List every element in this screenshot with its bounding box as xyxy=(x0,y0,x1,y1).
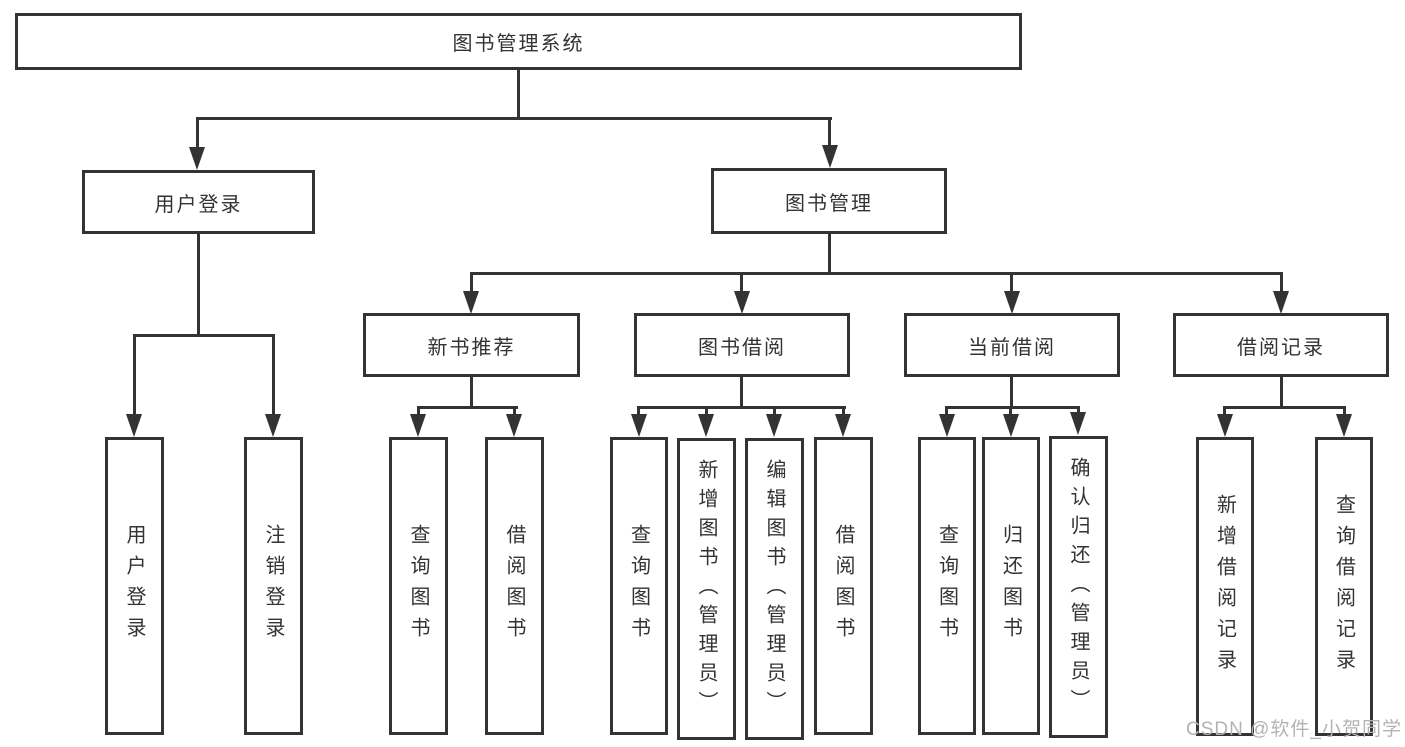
connector-current-stub-3 xyxy=(1077,406,1080,416)
node-borrow-records: 借阅记录 xyxy=(1173,313,1389,377)
connector-root-left-stub xyxy=(196,117,199,150)
connector-borrow-vertical xyxy=(740,376,743,409)
connector-login-stub-1 xyxy=(133,334,136,416)
connector-borrow-stub-4 xyxy=(842,406,845,418)
connector-login-vertical xyxy=(197,232,200,336)
leaf-current-confirm-return-admin-label: 确认归还（管理员） xyxy=(1067,456,1089,718)
node-root-label: 图书管理系统 xyxy=(452,33,585,55)
leaf-current-confirm-return-admin: 确认归还（管理员） xyxy=(1049,436,1108,738)
connector-records-horizontal xyxy=(1223,406,1346,409)
arrow-borrow-query xyxy=(631,414,647,437)
arrow-current-return xyxy=(1003,414,1019,437)
connector-mgmt-stub-3 xyxy=(1010,272,1013,293)
connector-mgmt-stub-1 xyxy=(470,272,473,293)
connector-records-stub-2 xyxy=(1343,406,1346,418)
leaf-records-add-record: 新增借阅记录 xyxy=(1196,437,1254,736)
connector-rec-vertical xyxy=(470,376,473,409)
connector-root-vertical xyxy=(517,68,520,119)
connector-root-right-stub xyxy=(828,117,831,148)
node-book-mgmt: 图书管理 xyxy=(711,168,947,234)
leaf-rec-borrow-books-label: 借阅图书 xyxy=(503,524,525,648)
arrow-to-book-borrow xyxy=(734,291,750,314)
leaf-current-query-books: 查询图书 xyxy=(918,437,976,735)
connector-borrow-horizontal xyxy=(637,406,846,409)
connector-borrow-stub-1 xyxy=(637,406,640,418)
arrow-borrow-add xyxy=(698,414,714,437)
leaf-rec-borrow-books: 借阅图书 xyxy=(485,437,544,735)
arrow-borrow-borrow xyxy=(835,414,851,437)
connector-rec-stub-2 xyxy=(513,406,516,418)
leaf-rec-query-books: 查询图书 xyxy=(389,437,448,735)
leaf-records-add-record-label: 新增借阅记录 xyxy=(1213,493,1236,680)
connector-current-vertical xyxy=(1010,376,1013,409)
leaf-borrow-edit-books-admin: 编辑图书（管理员） xyxy=(745,438,804,740)
connector-login-stub-2 xyxy=(272,334,275,416)
arrow-to-book-mgmt xyxy=(822,145,838,168)
arrow-to-leaf-user-login xyxy=(126,414,142,437)
connector-records-stub-1 xyxy=(1223,406,1226,418)
leaf-borrow-add-books-admin-label: 新增图书（管理员） xyxy=(695,458,717,720)
connector-borrow-stub-2 xyxy=(705,406,708,418)
node-user-login: 用户登录 xyxy=(82,170,315,234)
csdn-watermark: CSDN @软件_小贺同学 xyxy=(1186,719,1402,740)
leaf-borrow-add-books-admin: 新增图书（管理员） xyxy=(677,438,736,740)
arrow-current-confirm xyxy=(1070,412,1086,435)
arrow-rec-borrow xyxy=(506,414,522,437)
arrow-to-current-borrow xyxy=(1004,291,1020,314)
connector-mgmt-stub-4 xyxy=(1280,272,1283,293)
leaf-logout: 注销登录 xyxy=(244,437,303,735)
node-new-book-rec-label: 新书推荐 xyxy=(427,336,516,359)
arrow-to-new-book-rec xyxy=(463,291,479,314)
leaf-records-query-record-label: 查询借阅记录 xyxy=(1332,493,1355,680)
arrow-borrow-edit xyxy=(766,414,782,437)
leaf-borrow-borrow-books: 借阅图书 xyxy=(814,437,873,735)
arrow-to-user-login xyxy=(189,147,205,170)
connector-rec-horizontal xyxy=(417,406,518,409)
node-book-borrow-label: 图书借阅 xyxy=(698,336,786,359)
leaf-logout-label: 注销登录 xyxy=(262,524,284,648)
node-current-borrow-label: 当前借阅 xyxy=(968,336,1056,359)
connector-rec-stub-1 xyxy=(417,406,420,418)
leaf-rec-query-books-label: 查询图书 xyxy=(407,524,429,648)
connector-borrow-stub-3 xyxy=(773,406,776,418)
leaf-current-query-books-label: 查询图书 xyxy=(935,524,958,648)
leaf-user-login-label: 用户登录 xyxy=(123,524,145,648)
connector-current-stub-1 xyxy=(945,406,948,418)
connector-mgmt-vertical xyxy=(828,233,831,275)
connector-records-vertical xyxy=(1280,376,1283,409)
leaf-records-query-record: 查询借阅记录 xyxy=(1315,437,1373,736)
connector-login-horizontal xyxy=(133,334,275,337)
leaf-user-login: 用户登录 xyxy=(105,437,164,735)
leaf-current-return-books: 归还图书 xyxy=(982,437,1040,735)
node-current-borrow: 当前借阅 xyxy=(904,313,1120,377)
node-book-borrow: 图书借阅 xyxy=(634,313,850,377)
leaf-current-return-books-label: 归还图书 xyxy=(999,524,1022,648)
node-new-book-rec: 新书推荐 xyxy=(363,313,580,377)
node-root: 图书管理系统 xyxy=(15,13,1022,70)
leaf-borrow-borrow-books-label: 借阅图书 xyxy=(832,524,854,648)
connector-root-horizontal xyxy=(196,117,832,120)
arrow-current-query xyxy=(939,414,955,437)
node-book-mgmt-label: 图书管理 xyxy=(785,192,873,215)
connector-mgmt-stub-2 xyxy=(740,272,743,293)
leaf-borrow-query-books: 查询图书 xyxy=(610,437,668,735)
connector-current-stub-2 xyxy=(1009,406,1012,418)
arrow-records-add xyxy=(1217,414,1233,437)
arrow-to-leaf-logout xyxy=(265,414,281,437)
leaf-borrow-edit-books-admin-label: 编辑图书（管理员） xyxy=(763,458,785,720)
node-borrow-records-label: 借阅记录 xyxy=(1237,336,1325,359)
arrow-records-query xyxy=(1336,414,1352,437)
arrow-rec-query xyxy=(410,414,426,437)
node-user-login-label: 用户登录 xyxy=(154,193,243,216)
connector-current-horizontal xyxy=(945,406,1080,409)
connector-mgmt-horizontal xyxy=(470,272,1283,275)
arrow-to-borrow-records xyxy=(1273,291,1289,314)
leaf-borrow-query-books-label: 查询图书 xyxy=(627,524,650,648)
